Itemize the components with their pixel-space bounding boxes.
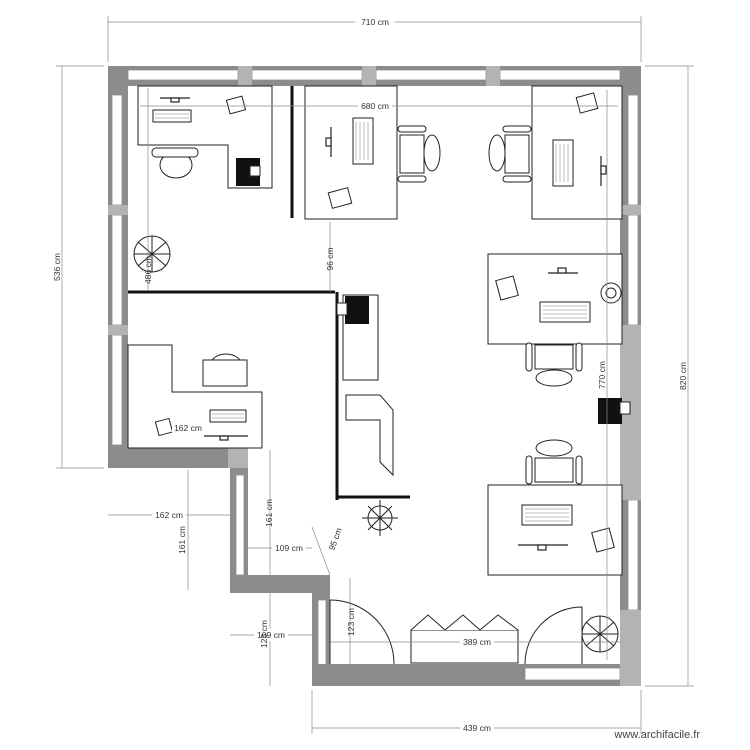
dim-top-width: 710 cm xyxy=(361,17,389,27)
dim-inner-width: 680 cm xyxy=(361,101,389,111)
dim-left-room-bottom: 162 cm xyxy=(174,423,202,433)
dim-entry-width: 109 cm xyxy=(257,630,285,640)
dim-entry-height-a: 123 cm xyxy=(259,620,269,648)
dim-partition-gap: 96 cm xyxy=(325,247,335,270)
dimension-labels: 710 cm 680 cm 536 cm 820 cm 770 cm 486 c… xyxy=(52,15,688,734)
dim-entry-height-b: 123 cm xyxy=(346,608,356,636)
chairs xyxy=(151,125,583,485)
dim-step-height-a: 161 cm xyxy=(177,526,187,554)
dim-diag: 95 cm xyxy=(327,526,344,551)
dim-right-height: 820 cm xyxy=(678,362,688,390)
dim-bench-width: 389 cm xyxy=(463,637,491,647)
keyboard-keys xyxy=(155,113,587,522)
phones xyxy=(154,92,615,553)
dim-right-inner-height: 770 cm xyxy=(597,361,607,389)
dim-step-width-b: 109 cm xyxy=(275,543,303,553)
dim-step-width-a: 162 cm xyxy=(155,510,183,520)
dim-room-left-height: 486 cm xyxy=(143,256,153,284)
partitions xyxy=(128,86,410,500)
dim-left-height: 536 cm xyxy=(52,253,62,281)
walls xyxy=(108,66,641,686)
dim-bottom-width: 439 cm xyxy=(463,723,491,733)
watermark: www.archifacile.fr xyxy=(613,729,700,741)
doors xyxy=(329,599,583,665)
printers xyxy=(236,158,631,424)
dim-step-height-b: 161 cm xyxy=(264,499,274,527)
monitors xyxy=(160,97,607,551)
plants xyxy=(133,235,622,653)
